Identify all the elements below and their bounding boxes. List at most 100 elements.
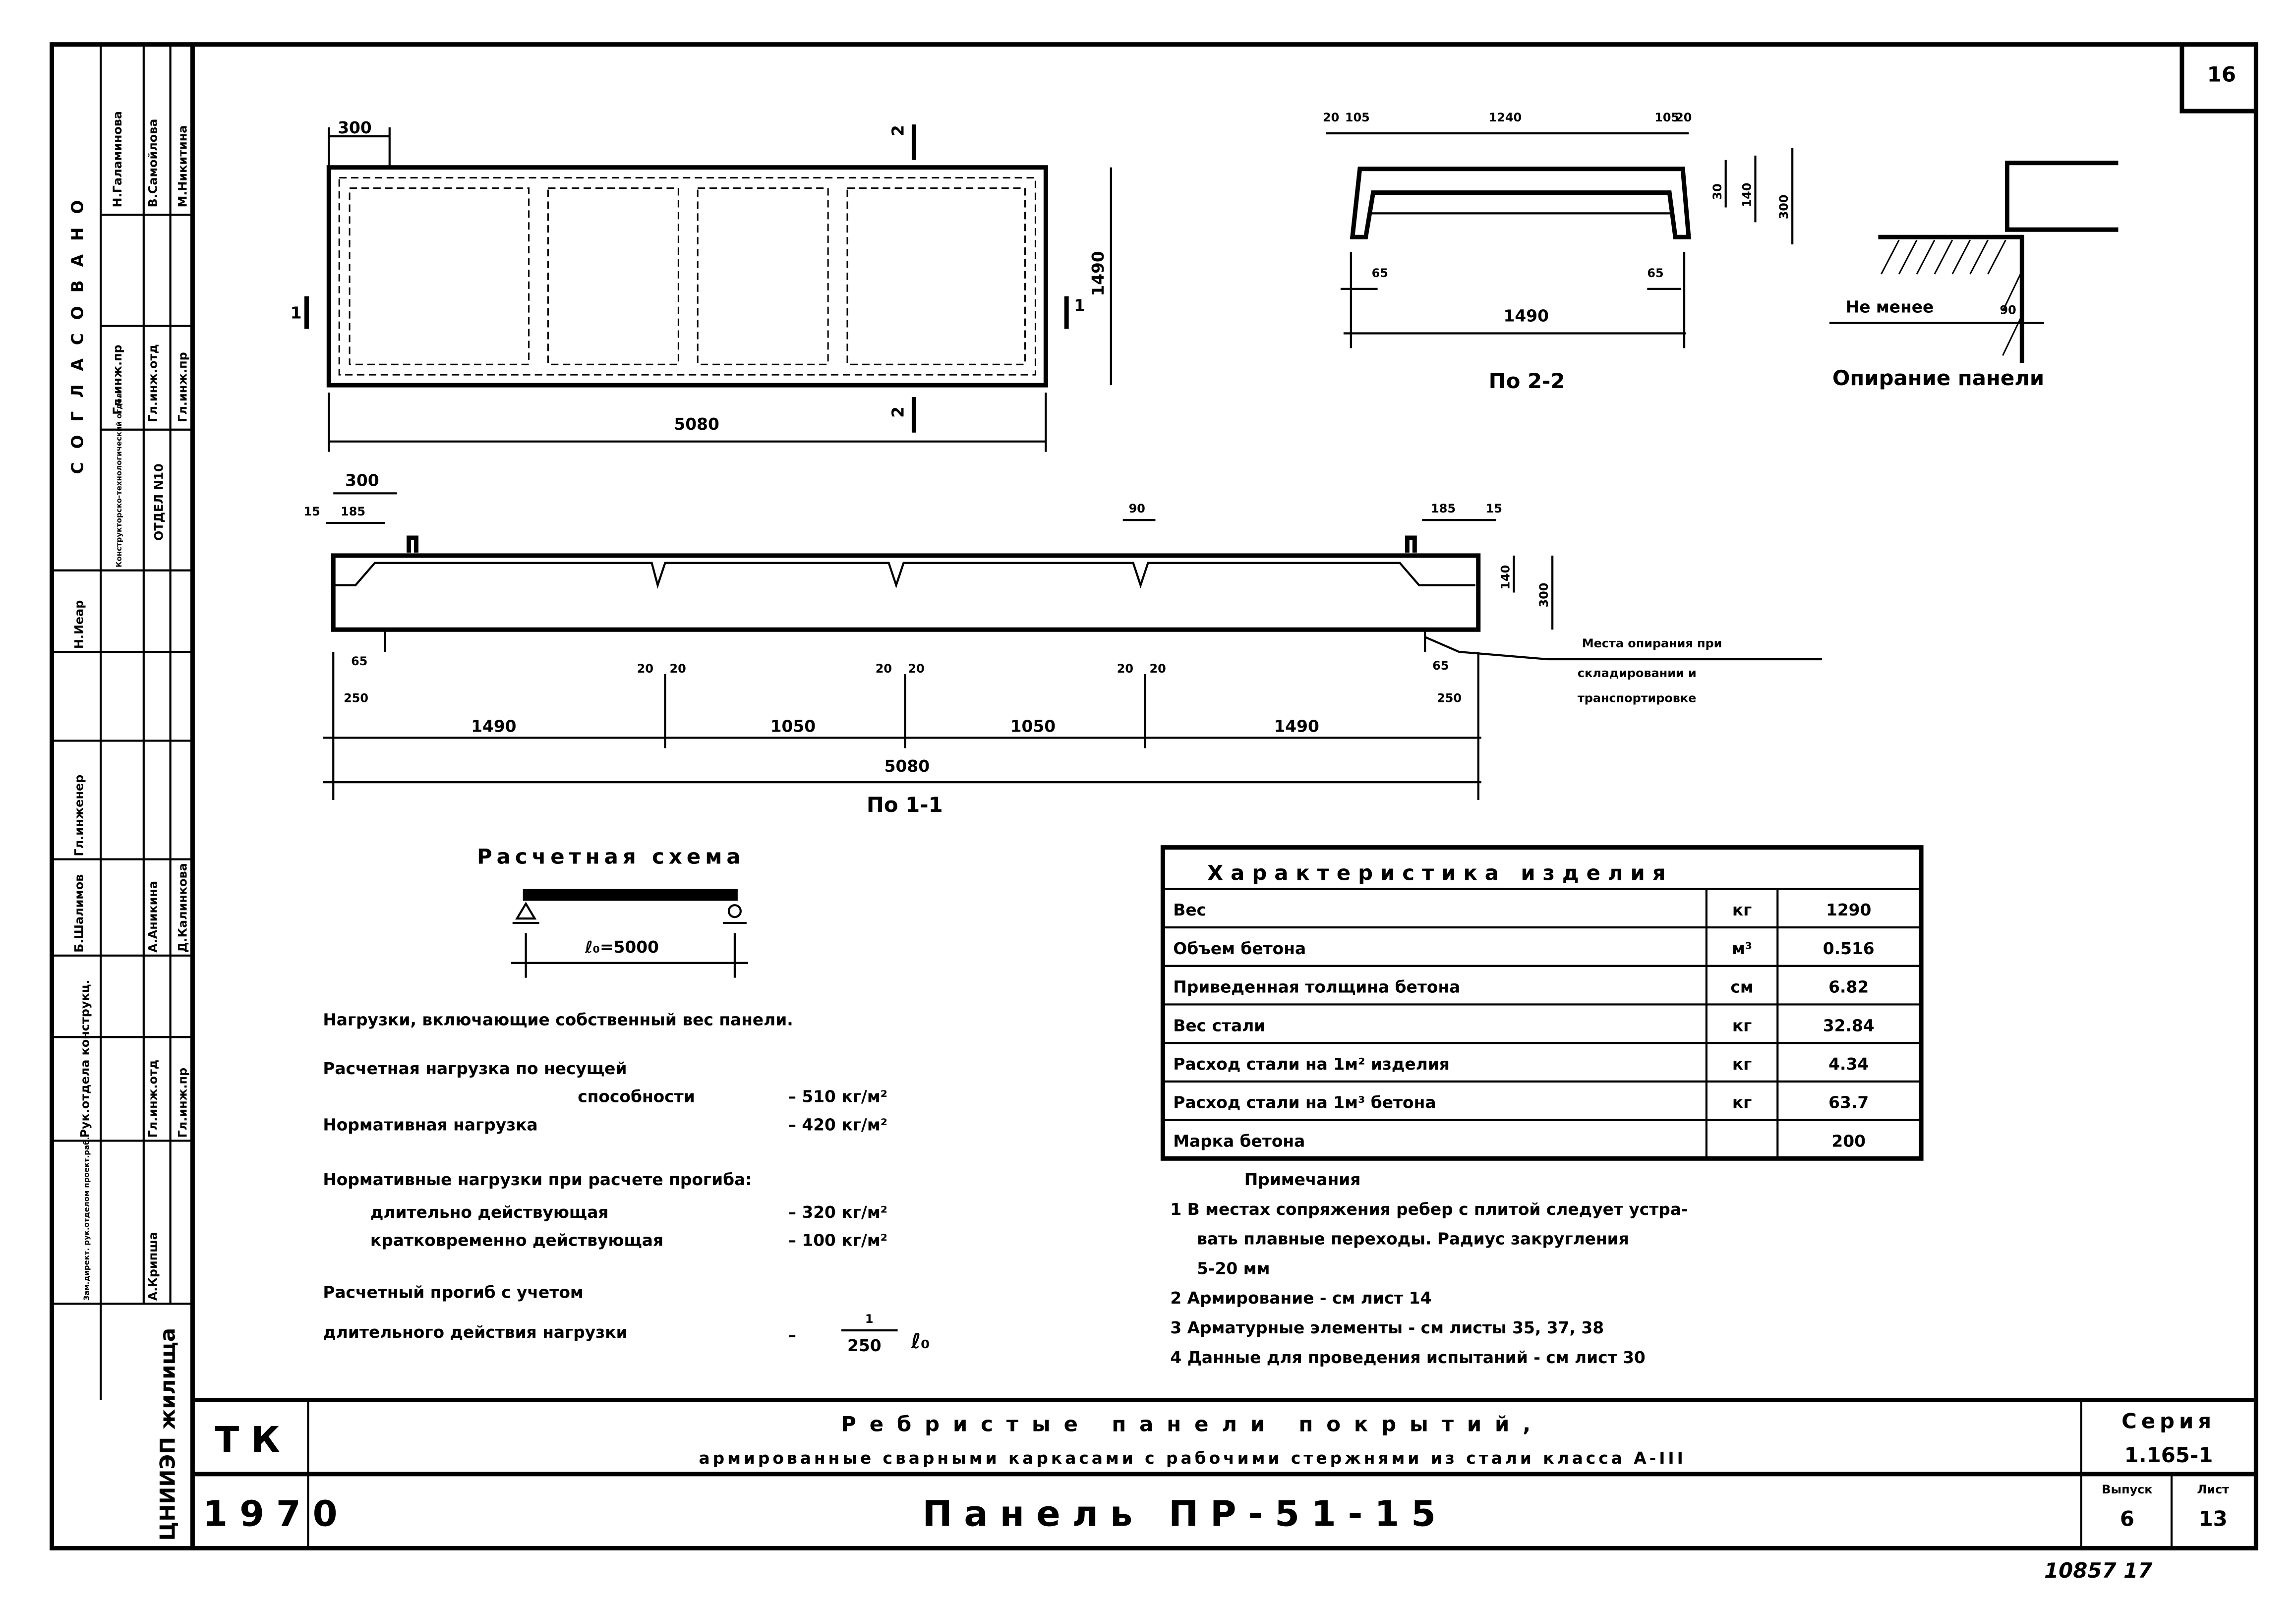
signer-name: А.Крипша bbox=[146, 1232, 160, 1301]
support-note: транспортировке bbox=[1578, 691, 1696, 705]
load-label: кратковременно действующая bbox=[370, 1231, 663, 1250]
dim-label: 5080 bbox=[674, 414, 719, 434]
dim-label: 300 bbox=[1777, 194, 1791, 219]
table-cell-name: Вес стали bbox=[1173, 1016, 1265, 1035]
support-title: Опирание панели bbox=[1832, 366, 2044, 390]
deflection-value: 1 bbox=[865, 1312, 874, 1326]
code-label: ТК bbox=[215, 1419, 292, 1460]
dim-label: 1240 bbox=[1489, 111, 1522, 124]
load-value: – 100 кг/м² bbox=[788, 1231, 887, 1250]
dim-label: 30 bbox=[1710, 183, 1724, 200]
table-cell-name: Расход стали на 1м³ бетона bbox=[1173, 1093, 1436, 1112]
sheet-value: 13 bbox=[2199, 1507, 2228, 1531]
dim-label: 250 bbox=[344, 691, 368, 705]
deflection-value: 250 bbox=[847, 1336, 882, 1355]
dim-label: 20 bbox=[1117, 662, 1133, 676]
approval-strip: СОГЛАСОВАНО Гл.инж.пр Гл.инж.отд Гл.инж.… bbox=[52, 44, 193, 1541]
dim-label: 20 bbox=[637, 662, 653, 676]
dim-label: 185 bbox=[341, 505, 365, 518]
panel-name: Панель ПР-51-15 bbox=[922, 1493, 1447, 1535]
signer-name: Д.Калинкова bbox=[176, 863, 189, 953]
plan-view: 300 5080 1490 1 1 2 2 bbox=[291, 118, 1112, 452]
table-cell-name: Вес bbox=[1173, 900, 1206, 919]
title-line-2: армированные сварными каркасами с рабочи… bbox=[699, 1448, 1686, 1468]
table-cell-unit: кг bbox=[1732, 1093, 1752, 1112]
load-label: способности bbox=[578, 1087, 695, 1106]
approval-dept: Конструкторско-технологический отдел bbox=[115, 393, 123, 568]
table-cell-value: 0.516 bbox=[1823, 939, 1875, 958]
signer-name: Б.Шалимов bbox=[72, 874, 86, 953]
year-label: 1970 bbox=[203, 1493, 349, 1535]
note-line: вать плавные переходы. Радиус закруглени… bbox=[1197, 1229, 1629, 1249]
section-mark: 1 bbox=[1074, 296, 1085, 315]
dim-label: 185 bbox=[1431, 502, 1456, 515]
organization-logo: ЦНИИЭП жилища bbox=[156, 1328, 180, 1541]
table-cell-name: Расход стали на 1м² изделия bbox=[1173, 1054, 1450, 1074]
table-cell-name: Марка бетона bbox=[1173, 1131, 1305, 1150]
notes-title: Примечания bbox=[1244, 1170, 1361, 1189]
load-value: – 320 кг/м² bbox=[788, 1202, 887, 1222]
dim-label: 1490 bbox=[1088, 251, 1108, 296]
span-label: ℓ₀=5000 bbox=[585, 937, 659, 957]
dim-label: 5080 bbox=[884, 756, 930, 776]
dim-label: 300 bbox=[345, 470, 379, 490]
archive-number: 10857 17 bbox=[2044, 1558, 2153, 1583]
approval-name: В.Самойлова bbox=[146, 119, 160, 208]
dim-label: 105 bbox=[1345, 111, 1370, 124]
table-cell-unit: см bbox=[1730, 977, 1753, 997]
load-label: Нормативные нагрузки при расчете прогиба… bbox=[323, 1170, 752, 1189]
dim-label: 20 bbox=[876, 662, 892, 676]
support-note: Места опирания при bbox=[1582, 636, 1722, 650]
dim-label: 300 bbox=[338, 118, 372, 137]
deflection-value: – bbox=[788, 1325, 796, 1345]
signer-name: Н.Иеар bbox=[72, 600, 86, 649]
table-cell-value: 1290 bbox=[1826, 900, 1871, 919]
dim-label: 15 bbox=[303, 505, 320, 518]
sheet-number: 16 bbox=[2207, 62, 2236, 86]
dim-label: 90 bbox=[1129, 502, 1145, 515]
load-label: длительно действующая bbox=[370, 1202, 609, 1222]
table-cell-value: 200 bbox=[1831, 1131, 1866, 1150]
dim-label: 20 bbox=[1149, 662, 1166, 676]
dim-label: 65 bbox=[1372, 266, 1388, 280]
dim-label: 1050 bbox=[770, 717, 816, 736]
table-cell-name: Объем бетона bbox=[1173, 939, 1306, 958]
approval-role: Гл.инж.отд bbox=[146, 344, 160, 422]
title-block: ТК 1970 Ребристые панели покрытий, армир… bbox=[192, 1398, 2256, 1548]
section-1-1: 300 15 185 90 185 15 140 300 Места опира… bbox=[303, 470, 1822, 817]
table-cell-value: 4.34 bbox=[1828, 1054, 1869, 1074]
dim-label: 1490 bbox=[1274, 717, 1319, 736]
note-line: 3 Арматурные элементы - см листы 35, 37,… bbox=[1170, 1318, 1604, 1337]
table-cell-unit: кг bbox=[1732, 900, 1752, 919]
note-line: 5-20 мм bbox=[1197, 1258, 1270, 1278]
deflection-label: Расчетный прогиб с учетом bbox=[323, 1282, 583, 1302]
approval-name: М.Никитина bbox=[176, 125, 189, 208]
approval-name: Н.Галаминова bbox=[111, 111, 124, 208]
support-label: Не менее bbox=[1846, 297, 1934, 317]
load-label: Расчетная нагрузка по несущей bbox=[323, 1059, 627, 1078]
table-cell-name: Приведенная толщина бетона bbox=[1173, 977, 1460, 997]
table-cell-value: 63.7 bbox=[1828, 1093, 1869, 1112]
section-mark: 1 bbox=[291, 303, 302, 323]
dim-label: 15 bbox=[1486, 502, 1502, 515]
deflection-label: длительного действия нагрузки bbox=[323, 1322, 627, 1342]
notes: Примечания 1 В местах сопряжения ребер с… bbox=[1170, 1170, 1688, 1367]
issue-label: Выпуск bbox=[2102, 1483, 2152, 1496]
note-line: 4 Данные для проведения испытаний - см л… bbox=[1170, 1348, 1645, 1367]
scheme-title: Расчетная схема bbox=[477, 845, 745, 869]
signer-role: Зам.директ. рук.отделом проект.раб. bbox=[82, 1137, 91, 1301]
approval-role: Гл.инж.пр bbox=[111, 344, 124, 415]
table-title: Характеристика изделия bbox=[1207, 860, 1673, 885]
support-note: складировании и bbox=[1578, 666, 1697, 680]
table-cell-unit: кг bbox=[1732, 1054, 1752, 1074]
dim-label: 20 bbox=[1675, 111, 1692, 124]
signer-role: Гл.инж.отд bbox=[146, 1060, 160, 1138]
section-title: По 1-1 bbox=[867, 793, 943, 817]
approval-role: Гл.инж.пр bbox=[176, 352, 189, 422]
section-mark: 2 bbox=[888, 125, 908, 136]
series-label: Серия bbox=[2121, 1409, 2216, 1433]
signer-role: Рук.отдела конструкц. bbox=[78, 980, 92, 1138]
table-cell-value: 6.82 bbox=[1828, 977, 1869, 997]
